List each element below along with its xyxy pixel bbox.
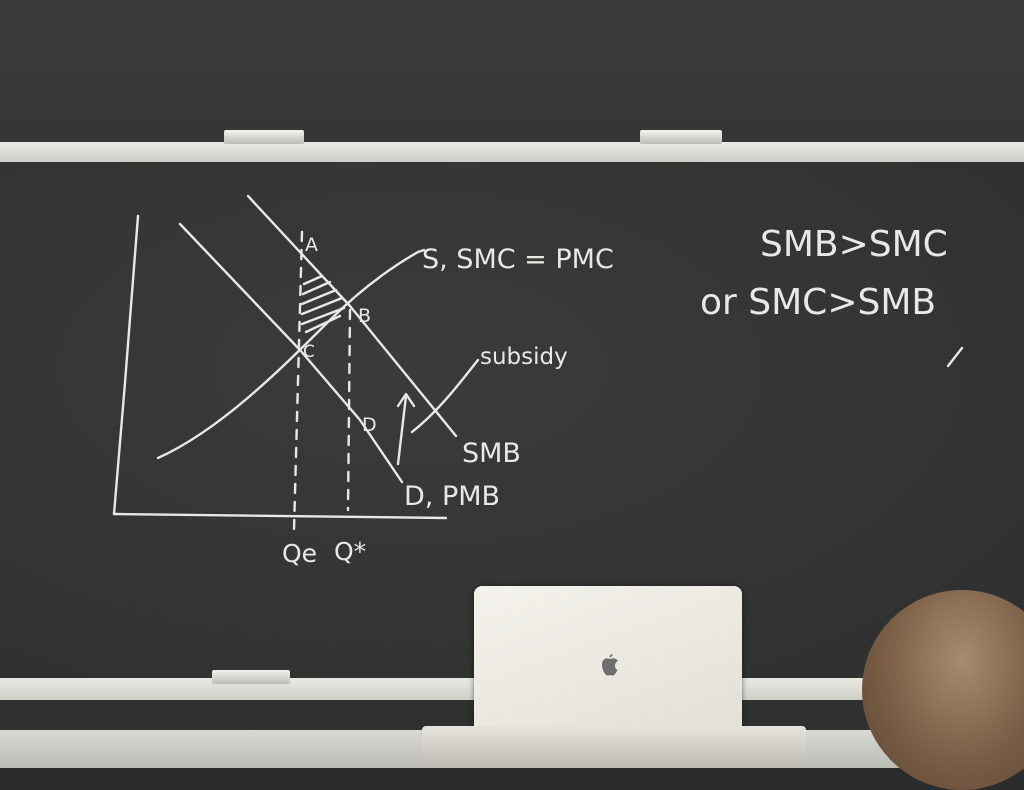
subsidy-arrow [396,392,416,466]
label-b: B [358,305,371,327]
supply-curve [156,250,420,460]
qe-label: Qe [282,539,317,568]
y-axis [112,214,140,516]
chalk-tick-mark [946,346,964,368]
label-a: A [305,234,318,256]
label-d: D [362,414,377,436]
chalkboard-upper-panel [0,0,1024,146]
note-line-2: or SMC>SMB [700,282,936,323]
smb-curve [246,194,458,438]
apple-logo-icon [602,654,618,676]
person-head [862,590,1024,790]
demand-curve [178,222,404,484]
subsidy-label: subsidy [480,344,568,370]
x-axis [112,512,448,520]
smb-label: SMB [462,438,521,469]
label-c: C [303,342,315,362]
demand-label: D, PMB [404,481,500,512]
supply-label: S, SMC = PMC [422,244,614,275]
chalk-rail-top [0,142,1024,162]
board-clip-right [640,130,722,144]
note-line-1: SMB>SMC [760,224,948,265]
subsidy-pointer [410,358,480,434]
board-clip-left [224,130,304,144]
chalk-drawing: A B C D S, SMC = PMC subsidy SMB D, PMB … [112,194,964,568]
board-clip-bottom [212,670,290,684]
supply-label-pointer [416,248,426,254]
qe-dashed-line [292,230,304,532]
qstar-dashed-line [346,308,352,512]
shaded-welfare-area [300,274,346,334]
lectern [422,726,806,768]
qstar-label: Q* [334,537,366,566]
